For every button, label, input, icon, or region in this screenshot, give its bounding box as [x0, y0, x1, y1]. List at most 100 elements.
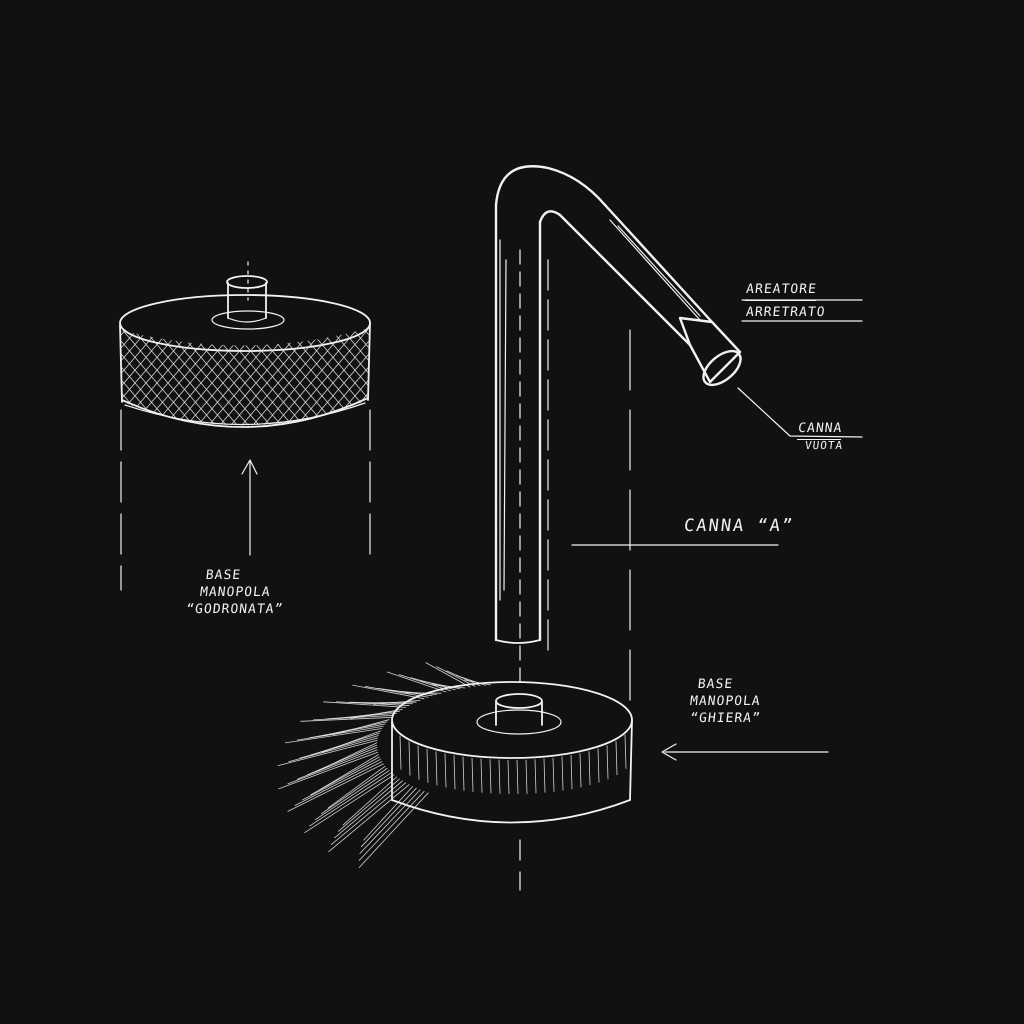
knurl-hatch-line	[222, 328, 344, 426]
shadow-hatch-line	[398, 674, 451, 692]
shadow-hatch-line	[358, 792, 429, 869]
shadow-hatch-line	[320, 767, 388, 815]
knurl-hatch-line	[121, 328, 124, 426]
knurl-hatch-line	[190, 328, 312, 426]
shadow-hatch-line	[287, 763, 384, 812]
knurl-hatch-line	[123, 328, 245, 426]
shadow-hatch-line	[318, 754, 379, 791]
shadow-hatch-line	[363, 785, 414, 841]
shadow-hatch-line	[323, 701, 407, 708]
right-knob-label-line3: “GHIERA”	[689, 711, 762, 726]
left-knob-label: BASE MANOPOLA “GODRONATA”	[185, 567, 287, 618]
knurl-hatch-line	[0, 320, 101, 460]
shadow-hatch-line	[360, 787, 417, 848]
knurl-hatch-line	[201, 328, 323, 426]
knurl-hatch-line	[388, 320, 508, 460]
knurl-hatch-line	[333, 328, 369, 426]
knurl-hatch-line	[121, 328, 179, 426]
knurl-hatch-line	[322, 328, 369, 426]
aerator-label-bottom: ARRETRATO	[745, 305, 827, 320]
knurl-hatch-line	[255, 328, 369, 426]
knurl-hatch-line	[289, 328, 369, 426]
shadow-hatch-line	[278, 751, 379, 790]
shadow-hatch-line	[288, 737, 379, 763]
knurl-hatch-line	[377, 320, 497, 460]
knurl-hatch-line	[223, 328, 345, 426]
shadow-hatch-line	[306, 744, 378, 776]
ring-groove-line	[489, 759, 492, 794]
knurl-hatch-line	[410, 320, 530, 460]
knurl-hatch-line	[354, 328, 369, 426]
knurl-hatch-line	[0, 320, 102, 460]
knurl-hatch-line	[121, 328, 224, 426]
knurl-hatch-line	[121, 328, 146, 426]
ring-groove-line	[561, 756, 564, 791]
shadow-hatch-line	[446, 670, 481, 687]
ring-groove-line	[588, 751, 591, 786]
knurl-hatch-line	[134, 328, 256, 426]
shadow-hatch-line	[304, 774, 395, 834]
ring-knob-drawing	[277, 662, 633, 891]
shadow-hatch-line	[287, 749, 378, 785]
shadow-hatch-line	[348, 701, 413, 705]
knurl-hatch-line	[167, 328, 289, 426]
left-knob-label-line2: MANOPOLA	[199, 585, 272, 600]
shadow-hatch-line	[296, 725, 384, 741]
knurl-hatch-line	[343, 328, 369, 426]
shadow-hatch-line	[308, 723, 386, 739]
shadow-hatch-line	[333, 780, 404, 839]
shadow-hatch-line	[425, 662, 471, 688]
ring-groove-line	[480, 758, 483, 793]
knurl-hatch-line	[178, 328, 300, 426]
shadow-hatch-line	[342, 776, 398, 826]
right-knob-label-line1: BASE	[696, 677, 734, 692]
ring-groove-line	[570, 755, 573, 790]
knurl-hatch-line	[299, 328, 369, 426]
knurl-hatch-line	[300, 328, 369, 426]
knurl-hatch-line	[0, 320, 80, 460]
knurl-hatch-line	[267, 328, 369, 426]
shadow-hatch-line	[313, 714, 395, 721]
knurl-hatch-line	[399, 320, 519, 460]
knurl-hatch-line	[266, 328, 369, 426]
knurl-hatch-line	[211, 328, 333, 426]
knurl-hatch-line	[121, 328, 191, 426]
ring-groove-line	[435, 751, 438, 786]
knurl-hatch-line	[168, 328, 290, 426]
knurl-hatch-line	[121, 328, 234, 426]
knurl-hatch-line	[344, 328, 369, 426]
shadow-hatch-line	[299, 735, 379, 759]
knurl-hatch-line	[0, 320, 91, 460]
knurl-hatch-line	[157, 328, 279, 426]
hollow-spout-label-1: CANNA	[796, 420, 844, 440]
knurl-hatch-line	[332, 328, 369, 426]
ring-groove-line	[471, 757, 474, 792]
knurl-hatch-line	[389, 320, 509, 460]
knurl-hatch-line	[121, 328, 168, 426]
knurl-hatch-line	[121, 328, 190, 426]
right-knob-label-line2: MANOPOLA	[689, 694, 762, 709]
ring-groove-line	[498, 759, 501, 794]
knurl-hatch-line	[121, 328, 136, 426]
knurl-hatch-line	[212, 328, 334, 426]
knurl-hatch-line	[145, 328, 267, 426]
knurl-hatch-line	[146, 328, 268, 426]
knurl-hatch-line	[121, 328, 202, 426]
right-knob-label: BASE MANOPOLA “GHIERA”	[687, 676, 765, 727]
ring-groove-line	[552, 757, 555, 792]
shadow-hatch-line	[352, 684, 425, 700]
aerator-label-top: AREATORE	[744, 281, 818, 301]
knurl-hatch-line	[256, 328, 369, 426]
spout-a-label: CANNA “A”	[683, 516, 796, 536]
knurl-hatch-line	[0, 320, 112, 460]
shadow-hatch-line	[302, 758, 381, 801]
ring-groove-line	[417, 745, 420, 780]
ring-groove-line	[399, 735, 402, 770]
shadow-hatch-line	[436, 666, 476, 687]
ring-groove-line	[525, 759, 528, 794]
left-knob-label-line3: “GODRONATA”	[185, 602, 285, 617]
ring-groove-line	[507, 759, 510, 794]
shadow-hatch-line	[327, 765, 386, 809]
knurl-hatch-line	[121, 328, 235, 426]
ring-groove-line	[444, 753, 447, 788]
